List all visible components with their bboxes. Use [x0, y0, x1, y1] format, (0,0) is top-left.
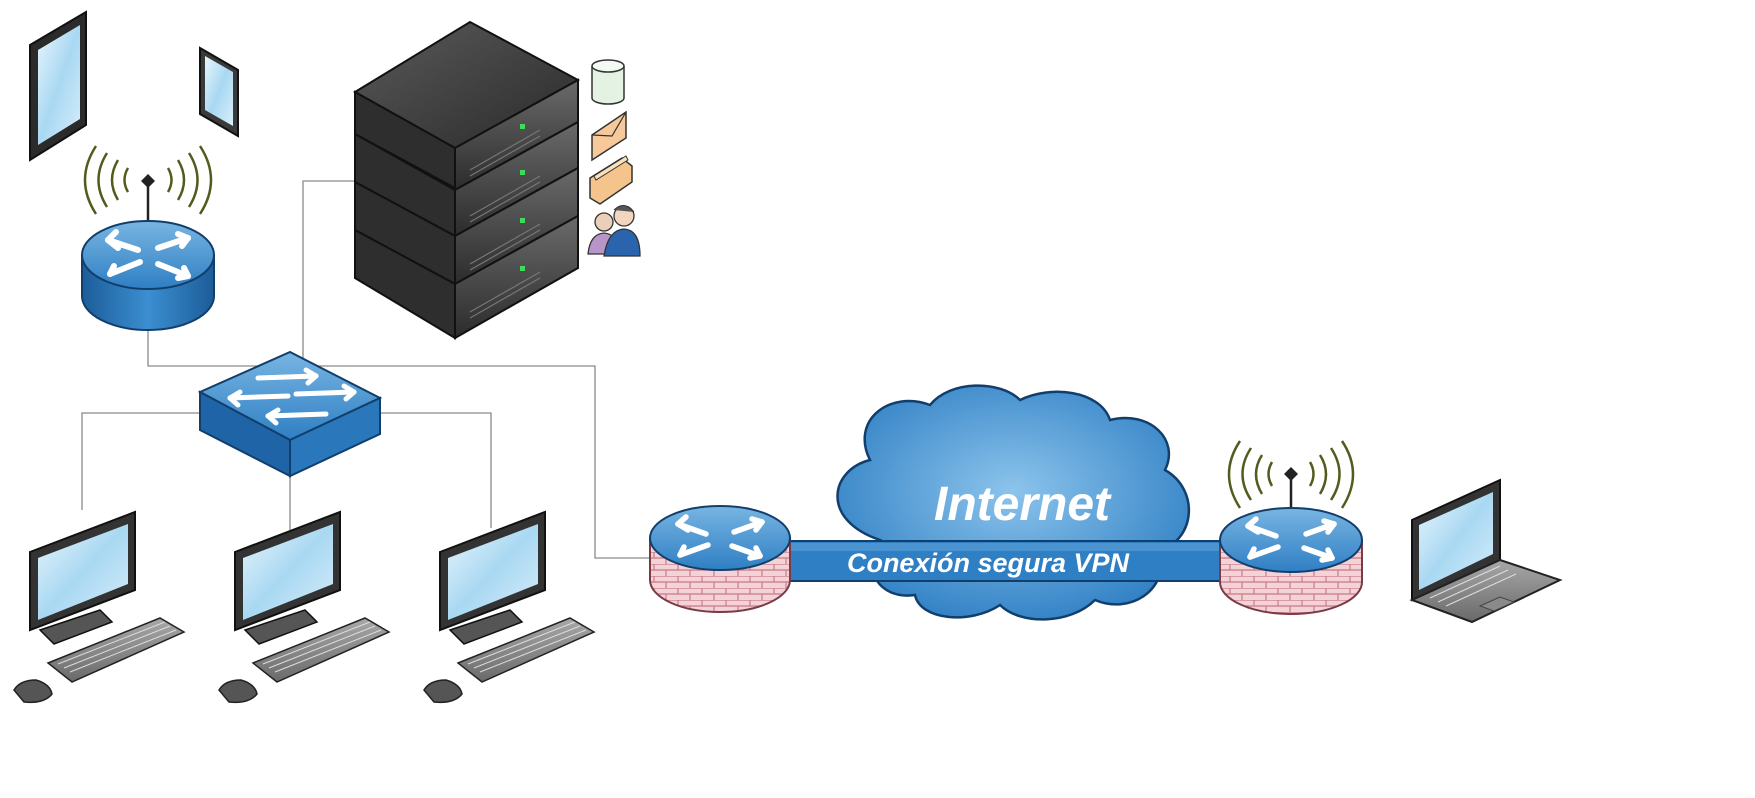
wireless-router-icon: [81, 145, 215, 331]
server-unit: [354, 214, 579, 340]
vpn-label: Conexión segura VPN: [847, 548, 1130, 578]
users-icon: [587, 205, 641, 257]
tablet-icon: [29, 10, 87, 162]
server-unit: [353, 20, 581, 192]
wire-switch-pc1: [81, 412, 200, 510]
wire-server-switch: [302, 180, 355, 366]
wireless-router-icon: [1219, 440, 1363, 615]
desktop-computer-icon: [13, 510, 186, 704]
database-icon: [591, 59, 625, 105]
firewall-router-icon: [649, 505, 791, 613]
wifi-signal-icon: [1227, 440, 1355, 509]
wire-switch-pc3: [380, 412, 492, 528]
connection-lines: [81, 180, 650, 559]
cloud-label: Internet: [934, 478, 1112, 531]
internet-cloud: Internet: [836, 384, 1190, 621]
wifi-signal-icon: [83, 145, 213, 215]
desktop-computer-icon: [218, 510, 391, 704]
network-switch-icon: [197, 350, 383, 478]
wire-router-switch: [147, 330, 290, 367]
wire-switch-firewall: [290, 365, 650, 559]
mail-icon: [591, 110, 627, 162]
mobile-phone-icon: [199, 46, 239, 138]
file-folder-icon: [589, 155, 633, 205]
server-rack-icon: [353, 20, 581, 340]
laptop-icon: [1409, 478, 1563, 624]
desktop-computer-icon: [423, 510, 596, 704]
vpn-tunnel: Conexión segura VPN: [789, 540, 1223, 582]
